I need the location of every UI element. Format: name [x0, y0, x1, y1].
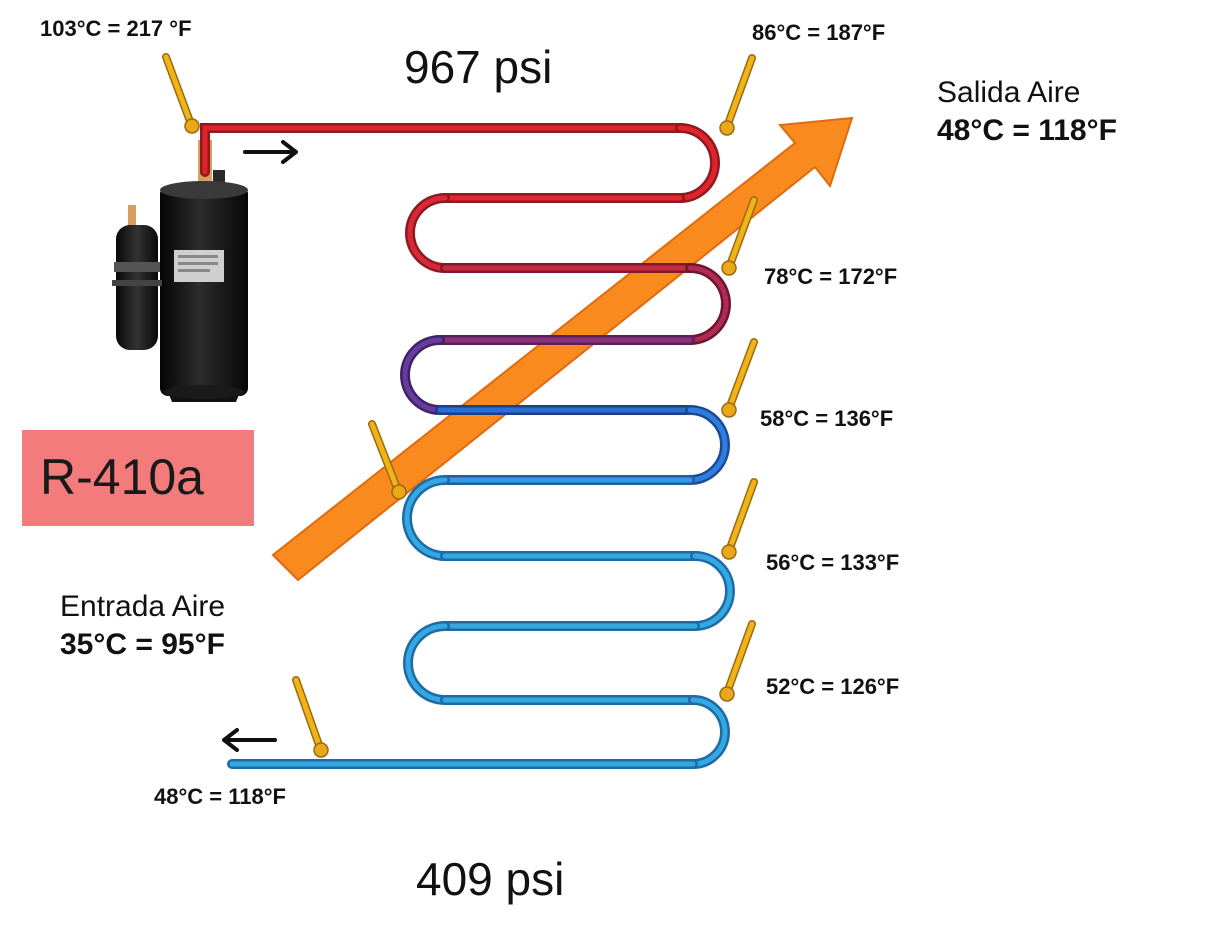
air-outlet-label: Salida Aire 48°C = 118°F: [937, 74, 1117, 150]
compressor-icon: [112, 140, 248, 402]
flow-arrow-left-icon: [222, 728, 277, 752]
refrigerant-badge: R-410a: [22, 430, 254, 526]
air-inlet-temp: 35°C = 95°F: [60, 628, 225, 661]
temp-label-4: 56°C = 133°F: [766, 550, 900, 575]
air-flow-arrow: [271, 116, 854, 582]
coil-bend-9: [688, 695, 730, 769]
coil-bend-6: [402, 475, 450, 561]
temp-label-5: 52°C = 126°F: [766, 674, 900, 699]
refrigerant-label: R-410a: [40, 449, 204, 505]
temp-label-1: 86°C = 187°F: [752, 20, 886, 45]
coil-bend-3: [685, 263, 731, 345]
thermometer-icon: [721, 478, 758, 560]
thermometer-icon: [719, 620, 756, 702]
temp-label-3: 58°C = 136°F: [760, 406, 894, 431]
high-pressure-label: 967 psi: [404, 41, 553, 93]
thermometer-icon: [719, 54, 756, 136]
low-pressure-label: 409 psi: [416, 853, 565, 905]
thermometer-icon: [721, 338, 758, 418]
thermometer-icon: [721, 196, 758, 276]
thermometer-icon: [292, 676, 329, 758]
coil-bend-5: [685, 405, 730, 485]
temp-label-2: 78°C = 172°F: [764, 264, 898, 289]
air-outlet-title: Salida Aire: [937, 76, 1081, 109]
coil-bend-4: [400, 335, 445, 415]
coil-bend-2: [405, 193, 450, 273]
coil-bend-7: [690, 551, 735, 631]
thermometer-icon: [162, 53, 200, 134]
coil-bend-8: [403, 621, 450, 705]
outlet-temp-label: 48°C = 118°F: [154, 784, 286, 809]
condenser-coil: [200, 123, 735, 769]
air-inlet-label: Entrada Aire 35°C = 95°F: [60, 588, 225, 664]
flow-arrow-right-icon: [243, 140, 298, 164]
air-inlet-title: Entrada Aire: [60, 590, 226, 623]
air-outlet-temp: 48°C = 118°F: [937, 114, 1117, 147]
thermometer-icon: [368, 420, 407, 500]
discharge-temp-label: 103°C = 217 °F: [40, 16, 192, 41]
coil-bend-1: [675, 123, 720, 203]
